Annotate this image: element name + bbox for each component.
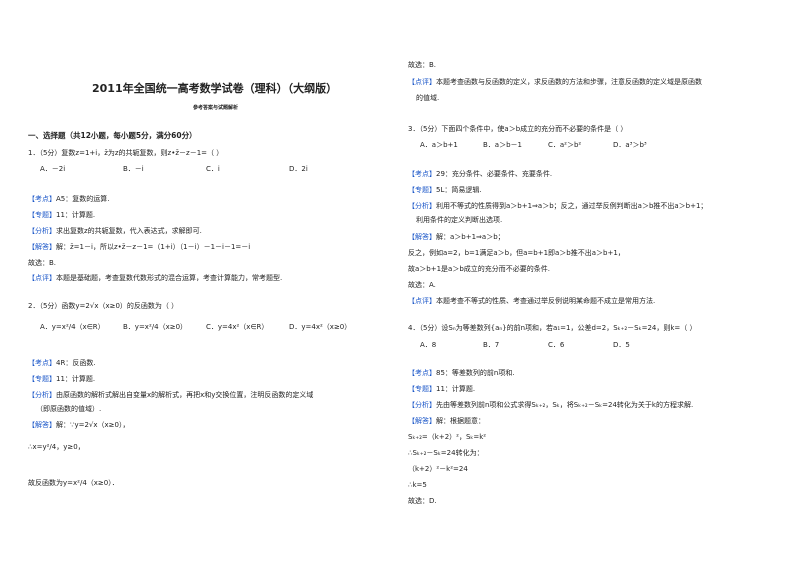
q3-kaodian-text: 29：充分条件、必要条件、充要条件. [436, 170, 553, 178]
q3-fenxi-text: 利用不等式的性质得到a＞b+1⇒a＞b；反之，通过举反例判断出a＞b推不出a＞b… [436, 202, 708, 210]
q3-line2: 反之，例如a=2，b=1满足a＞b，但a=b+1即a＞b推不出a＞b+1， [408, 249, 625, 257]
q1-dianping: 【点评】本题是基础题，考查复数代数形式的混合运算，考查计算能力，常考题型. [28, 273, 282, 283]
tag-fenxi: 【分析】 [408, 401, 436, 409]
q4-stem: 4．（5分）设Sₙ为等差数列{aₙ}的前n项和，若a₁=1，公差d=2，Sₖ₊₂… [408, 324, 697, 332]
q3-fenxi: 【分析】利用不等式的性质得到a＞b+1⇒a＞b；反之，通过举反例判断出a＞b推不… [408, 201, 707, 211]
q3-option-c: C．a²＞b² [548, 141, 582, 149]
q4-kaodian-text: 85：等差数列的前n项和. [436, 369, 515, 377]
q1-jieda-text: 解：z̄=1－i，所以z•z̄－z－1=（1+i）（1－i）－1－i－1=－i [56, 243, 251, 251]
tag-zhuanti: 【专题】 [408, 385, 436, 393]
q3-answer: 故选：A. [408, 281, 436, 289]
q4-line2: Sₖ₊₂=（k+2）²，Sₖ=k² [408, 433, 487, 441]
q2-dianping: 【点评】本题考查函数与反函数的定义，求反函数的方法和步骤，注意反函数的定义域是原… [408, 77, 702, 87]
tag-fenxi: 【分析】 [408, 202, 436, 210]
q3-option-d: D．a³＞b³ [613, 141, 647, 149]
q3-jieda: 【解答】解：a＞b+1⇒a＞b； [408, 232, 505, 242]
q2-dianping-text: 本题考查函数与反函数的定义，求反函数的方法和步骤，注意反函数的定义域是原函数 [436, 78, 702, 86]
q1-zhuanti: 【专题】11：计算题. [28, 210, 95, 220]
q4-zhuanti: 【专题】11：计算题. [408, 384, 475, 394]
q4-jieda-text: 解：根据题意： [436, 417, 485, 425]
tag-kaodian: 【考点】 [408, 369, 436, 377]
q2-kaodian: 【考点】4R：反函数. [28, 358, 96, 368]
left-column: 2011年全国统一高考数学试卷（理科）（大纲版） 参考答案与试题解析 一、选择题… [28, 0, 408, 565]
q1-answer: 故选：B. [28, 259, 57, 267]
q2-jieda-text: 解：∵y=2√x（x≥0）， [56, 421, 130, 429]
q1-option-d: D．2i [289, 165, 308, 173]
q3-option-b: B．a＞b－1 [483, 141, 522, 149]
q4-kaodian: 【考点】85：等差数列的前n项和. [408, 368, 515, 378]
page-subtitle: 参考答案与试题解析 [193, 105, 239, 111]
tag-dianping: 【点评】 [408, 297, 436, 305]
tag-kaodian: 【考点】 [408, 170, 436, 178]
tag-dianping: 【点评】 [408, 78, 436, 86]
q1-fenxi: 【分析】求出复数z的共轭复数，代入表达式，求解即可. [28, 226, 202, 236]
q4-line5: ∴k=5 [408, 481, 427, 489]
q4-jieda: 【解答】解：根据题意： [408, 416, 485, 426]
tag-zhuanti: 【专题】 [408, 186, 436, 194]
tag-jieda: 【解答】 [28, 243, 56, 251]
q1-zhuanti-text: 11：计算题. [56, 211, 96, 219]
q2-fenxi: 【分析】由原函数的解析式解出自变量x的解析式，再把x和y交换位置，注明反函数的定… [28, 390, 313, 400]
q1-jieda: 【解答】解：z̄=1－i，所以z•z̄－z－1=（1+i）（1－i）－1－i－1… [28, 242, 250, 252]
tag-dianping: 【点评】 [28, 274, 56, 282]
q2-stem: 2．（5分）函数y=2√x（x≥0）的反函数为（ ） [28, 302, 179, 310]
q1-option-a: A．－2i [40, 165, 66, 173]
tag-jieda: 【解答】 [408, 417, 436, 425]
q3-jieda-text: 解：a＞b+1⇒a＞b； [436, 233, 505, 241]
q2-zhuanti-text: 11：计算题. [56, 375, 96, 383]
q1-dianping-text: 本题是基础题，考查复数代数形式的混合运算，考查计算能力，常考题型. [56, 274, 283, 282]
q3-stem: 3．（5分）下面四个条件中，使a＞b成立的充分而不必要的条件是（ ） [408, 125, 628, 133]
q2-fenxi-text: 由原函数的解析式解出自变量x的解析式，再把x和y交换位置，注明反函数的定义域 [56, 391, 314, 399]
q2-option-a: A．y=x²/4（x∈R） [40, 323, 105, 331]
q3-kaodian: 【考点】29：充分条件、必要条件、充要条件. [408, 169, 552, 179]
q3-dianping: 【点评】本题考查不等式的性质、考查通过举反例说明某命题不成立是常用方法. [408, 296, 655, 306]
right-column: 故选：B. 【点评】本题考查函数与反函数的定义，求反函数的方法和步骤，注意反函数… [408, 0, 788, 565]
q1-option-b: B．－i [123, 165, 144, 173]
q3-fenxi-line2: 利用条件的定义判断出选项. [416, 216, 503, 224]
q2-jieda: 【解答】解：∵y=2√x（x≥0）， [28, 420, 129, 430]
q4-line4: （k+2）²－k²=24 [408, 465, 468, 473]
tag-kaodian: 【考点】 [28, 195, 56, 203]
q1-kaodian: 【考点】A5：复数的运算. [28, 194, 109, 204]
q2-option-b: B．y=x²/4（x≥0） [123, 323, 188, 331]
q3-dianping-text: 本题考查不等式的性质、考查通过举反例说明某命题不成立是常用方法. [436, 297, 656, 305]
q2-answer: 故选：B. [408, 61, 437, 69]
q4-answer: 故选：D. [408, 497, 437, 505]
q4-option-d: D．5 [613, 341, 630, 349]
tag-jieda: 【解答】 [28, 421, 56, 429]
q4-option-a: A．8 [420, 341, 437, 349]
q2-kaodian-text: 4R：反函数. [56, 359, 96, 367]
q1-option-c: C．i [206, 165, 220, 173]
tag-jieda: 【解答】 [408, 233, 436, 241]
q4-fenxi-text: 先由等差数列前n项和公式求得Sₖ₊₂，Sₖ，将Sₖ₊₂－Sₖ=24转化为关于k的… [436, 401, 694, 409]
q2-zhuanti: 【专题】11：计算题. [28, 374, 95, 384]
q4-option-c: C．6 [548, 341, 565, 349]
tag-zhuanti: 【专题】 [28, 211, 56, 219]
q2-dianping-line2: 的值域. [416, 94, 440, 102]
q1-kaodian-text: A5：复数的运算. [56, 195, 110, 203]
q4-line3: ∴Sₖ₊₂－Sₖ=24转化为： [408, 449, 484, 457]
q3-zhuanti: 【专题】5L：简易逻辑. [408, 185, 482, 195]
page-title: 2011年全国统一高考数学试卷（理科）（大纲版） [92, 82, 338, 95]
q2-option-c: C．y=4x²（x∈R） [206, 323, 269, 331]
tag-fenxi: 【分析】 [28, 227, 56, 235]
tag-kaodian: 【考点】 [28, 359, 56, 367]
tag-fenxi: 【分析】 [28, 391, 56, 399]
q2-fenxi-line2: （即原函数的值域）. [36, 405, 102, 413]
q4-option-b: B．7 [483, 341, 500, 349]
q3-option-a: A．a＞b+1 [420, 141, 458, 149]
q2-option-d: D．y=4x²（x≥0） [289, 323, 352, 331]
q1-fenxi-text: 求出复数z的共轭复数，代入表达式，求解即可. [56, 227, 202, 235]
q2-step2: ∴x=y²/4，y≥0， [28, 443, 85, 451]
q4-fenxi: 【分析】先由等差数列前n项和公式求得Sₖ₊₂，Sₖ，将Sₖ₊₂－Sₖ=24转化为… [408, 400, 693, 410]
q3-zhuanti-text: 5L：简易逻辑. [436, 186, 482, 194]
q1-stem: 1．（5分）复数z=1+i，z̄为z的共轭复数，则z•z̄－z－1=（ ） [28, 149, 224, 157]
q2-step3: 故反函数为y=x²/4（x≥0）． [28, 479, 119, 487]
section-heading: 一、选择题（共12小题，每小题5分，满分60分） [28, 131, 197, 140]
tag-zhuanti: 【专题】 [28, 375, 56, 383]
q3-line3: 故a＞b+1是a＞b成立的充分而不必要的条件. [408, 265, 551, 273]
q4-zhuanti-text: 11：计算题. [436, 385, 476, 393]
